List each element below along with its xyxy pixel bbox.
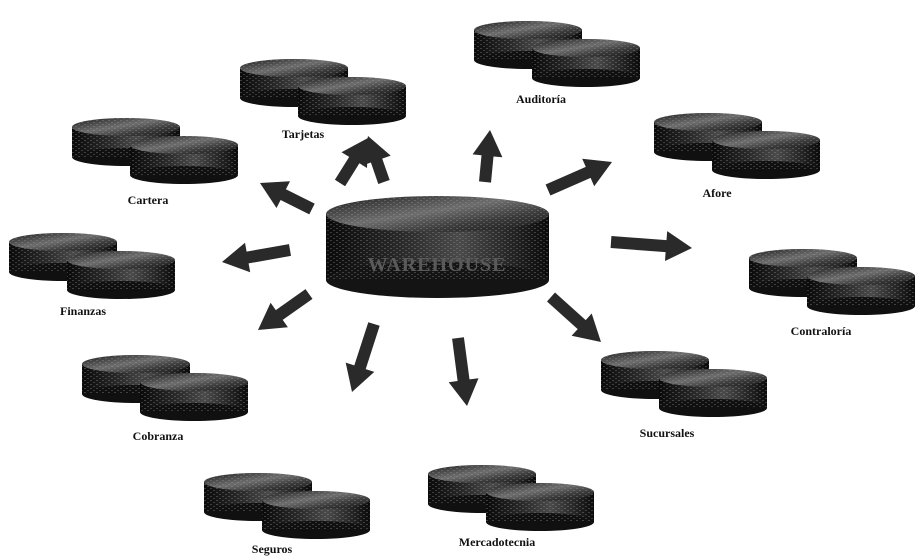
arrow-icon — [610, 231, 692, 261]
data-mart-tarjetas: Tarjetas — [240, 59, 406, 141]
mart-label-sucursales: Sucursales — [640, 426, 695, 440]
mart-label-cartera: Cartera — [128, 193, 169, 207]
arrow-icon — [545, 158, 612, 196]
arrow-icon — [362, 136, 391, 184]
database-stack-icon — [9, 233, 175, 299]
arrow-icon — [448, 337, 479, 406]
database-stack-icon — [601, 351, 767, 417]
arrow-icon — [472, 130, 503, 183]
data-mart-auditoria: Auditoría — [474, 21, 640, 106]
data-mart-cobranza: Cobranza — [82, 355, 248, 443]
database-stack-icon — [72, 118, 238, 184]
mart-label-cobranza: Cobranza — [133, 429, 184, 443]
warehouse-hub: WAREHOUSE — [326, 196, 549, 298]
database-stack-icon — [749, 249, 915, 315]
mart-label-auditoria: Auditoría — [516, 92, 566, 106]
database-cylinder-icon — [326, 196, 549, 298]
data-mart-contraloria: Contraloría — [749, 249, 915, 338]
data-mart-afore: Afore — [654, 113, 820, 200]
data-mart-cartera: Cartera — [72, 118, 238, 207]
marts-layer: Tarjetas AuditoríaAforeContraloríaSucursa… — [9, 21, 915, 556]
arrow-icon — [547, 292, 601, 342]
arrow-icon — [260, 181, 315, 215]
hub-label: WAREHOUSE — [367, 254, 506, 276]
database-stack-icon — [204, 473, 370, 539]
arrows-layer — [222, 130, 692, 406]
data-mart-sucursales: Sucursales — [601, 351, 767, 440]
mart-label-mercadotecnia: Mercadotecnia — [459, 535, 535, 549]
mart-label-contraloria: Contraloría — [791, 324, 852, 338]
database-stack-icon — [654, 113, 820, 179]
arrow-icon — [334, 138, 368, 187]
database-stack-icon — [474, 21, 640, 87]
data-mart-finanzas: Finanzas — [9, 233, 175, 318]
mart-label-tarjetas: Tarjetas — [282, 127, 325, 141]
mart-label-finanzas: Finanzas — [60, 304, 106, 318]
arrow-icon — [345, 322, 380, 392]
mart-label-seguros: Seguros — [252, 542, 293, 556]
mart-label-afore: Afore — [702, 186, 732, 200]
database-stack-icon — [240, 59, 406, 125]
data-mart-mercadotecnia: Mercadotecnia — [428, 465, 594, 549]
database-stack-icon — [428, 465, 594, 531]
arrow-icon — [222, 242, 291, 273]
database-stack-icon — [82, 355, 248, 421]
arrow-icon — [258, 289, 313, 330]
data-mart-seguros: Seguros — [204, 473, 370, 556]
